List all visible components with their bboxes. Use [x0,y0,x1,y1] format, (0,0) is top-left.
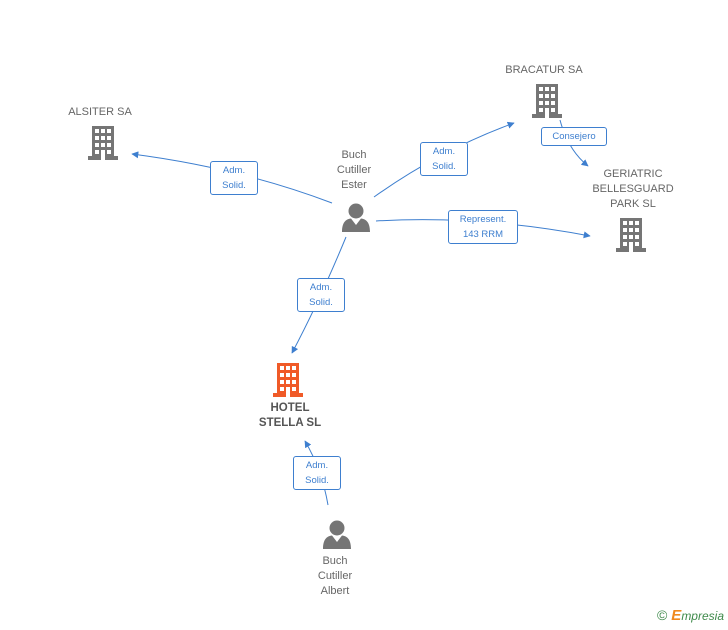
geriatric-label[interactable]: GERIATRIC BELLESGUARD PARK SL [592,168,674,210]
bracatur-label[interactable]: BRACATUR SA [505,64,583,76]
hotel-label[interactable]: HOTEL STELLA SL [258,402,322,429]
edge-label-ester-alsiter: Adm. Solid. [210,161,258,195]
brand-e: E [671,607,682,624]
ester-person-icon[interactable] [342,203,370,233]
edge-label-ester-hotel: Adm. Solid. [297,278,345,312]
brand-name: mpresia [681,609,724,623]
alsiter-building-icon[interactable] [88,126,118,160]
hotel-building-icon[interactable] [273,363,303,397]
copyright-symbol: © [656,607,668,623]
albert-label[interactable]: Buch Cutiller Albert [317,555,353,597]
alsiter-label[interactable]: ALSITER SA [68,106,132,118]
geriatric-building-icon[interactable] [616,218,646,252]
edge-bracatur-geriatric [559,119,589,167]
edge-label-ester-geriatric: Represent. 143 RRM [448,210,518,244]
edge-label-albert-hotel: Adm. Solid. [293,456,341,490]
ester-label[interactable]: Buch Cutiller Ester [336,149,372,191]
albert-person-icon[interactable] [323,520,351,550]
edge-label-ester-bracatur: Adm. Solid. [420,142,468,176]
empresia-logo: ©Empresia [657,607,724,624]
bracatur-building-icon[interactable] [532,84,562,118]
edge-label-bracatur-geriatric: Consejero [541,127,607,146]
